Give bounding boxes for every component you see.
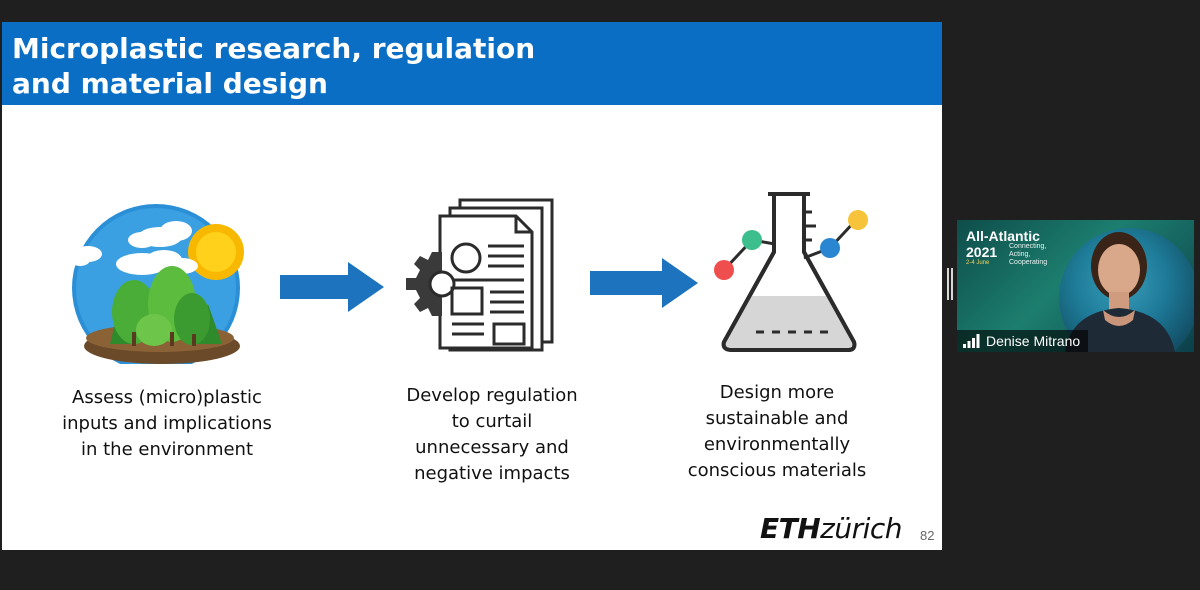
right-arrow-icon — [280, 262, 384, 312]
eth-logo-bold: ETH — [760, 512, 821, 545]
slide-header: Microplastic research, regulation and ma… — [2, 22, 942, 105]
panel-3-caption: Design more sustainable and environmenta… — [662, 380, 892, 484]
event-name: All-Atlantic — [966, 228, 1040, 244]
participant-video-tile[interactable]: All-Atlantic 2021 Connecting, Acting, Co… — [957, 220, 1194, 352]
participant-name: Denise Mitrano — [986, 333, 1081, 349]
event-dates: 2-4 June — [966, 260, 990, 266]
panel-2-caption-line: Develop regulation — [406, 385, 578, 406]
slide-page-number: 82 — [920, 528, 935, 543]
panel-3-caption-line: Design more — [719, 382, 835, 403]
event-tagline: Connecting, Acting, Cooperating — [1009, 243, 1047, 267]
participant-video — [1065, 232, 1175, 352]
event-tagline-line: Cooperating — [1009, 259, 1048, 266]
slide-title-line-1: Microplastic research, regulation — [12, 32, 536, 65]
slide-title: Microplastic research, regulation and ma… — [12, 31, 535, 101]
slide-title-line-2: and material design — [12, 67, 328, 100]
eth-logo-italic: zürich — [820, 512, 903, 545]
chemistry-flask-icon — [714, 192, 868, 352]
environment-landscape-icon — [72, 204, 244, 364]
panel-1-caption-line: Assess (micro)plastic — [72, 387, 262, 408]
panel-3-caption-line: environmentally — [703, 434, 851, 455]
presentation-slide: Microplastic research, regulation and ma… — [2, 22, 942, 550]
event-year: 2021 — [966, 244, 998, 260]
event-tagline-line: Connecting, — [1009, 243, 1047, 250]
panel-2-caption-line: unnecessary and — [415, 437, 569, 458]
panel-resize-handle[interactable] — [947, 268, 953, 300]
panel-1-caption-line: in the environment — [80, 439, 254, 460]
panel-3-caption-line: conscious materials — [687, 460, 867, 481]
panel-2-caption-line: negative impacts — [414, 463, 570, 484]
panel-2-caption-line: to curtail — [451, 411, 533, 432]
panel-2-caption: Develop regulation to curtail unnecessar… — [382, 383, 602, 487]
event-tagline-line: Acting, — [1009, 251, 1031, 258]
right-arrow-icon — [590, 258, 698, 308]
participant-name-bar: Denise Mitrano — [957, 330, 1089, 352]
panel-1-caption: Assess (micro)plastic inputs and implica… — [52, 385, 282, 463]
signal-strength-icon — [963, 334, 980, 348]
regulation-documents-icon — [406, 198, 554, 352]
panel-1-caption-line: inputs and implications — [62, 413, 272, 434]
panel-3-caption-line: sustainable and — [705, 408, 849, 429]
eth-zurich-logo: ETHzürich — [760, 512, 903, 545]
